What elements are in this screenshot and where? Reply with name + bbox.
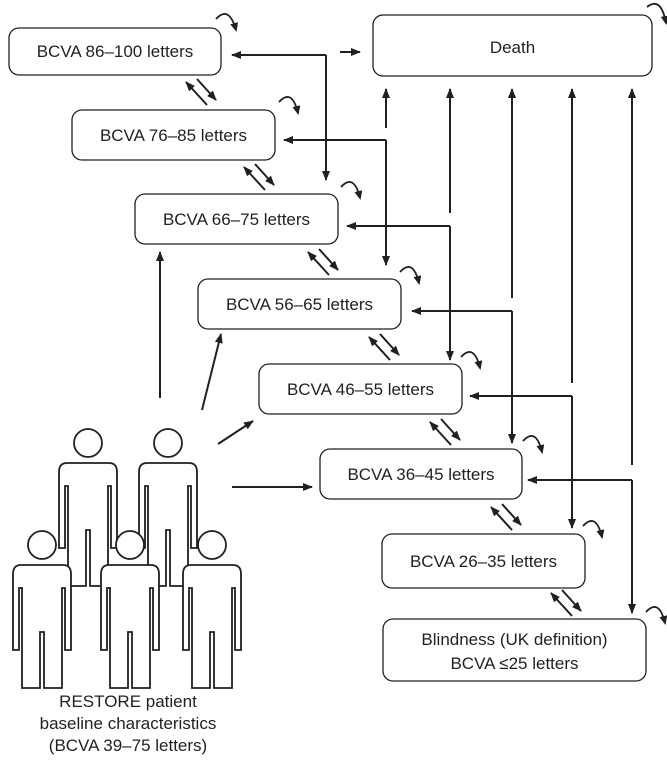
self-loop-86-100: [215, 13, 238, 32]
state-label-46-55: BCVA 46–55 letters: [287, 380, 434, 399]
state-label-death: Death: [490, 38, 535, 57]
edge-86-100-to-76-85: [196, 78, 217, 101]
state-box-46-55: [258, 363, 463, 415]
state-46-55: BCVA 46–55 letters: [258, 363, 463, 415]
state-label-76-85: BCVA 76–85 letters: [100, 126, 247, 145]
state-label-blindness-line1: Blindness (UK definition): [421, 630, 607, 649]
state-box-56-65: [197, 278, 402, 330]
state-box-86-100: [8, 27, 222, 76]
state-blindness: Blindness (UK definition) BCVA ≤25 lette…: [382, 618, 647, 682]
state-56-65: BCVA 56–65 letters: [197, 278, 402, 330]
self-loop-death: [646, 2, 667, 25]
entry-transitions: [156, 251, 313, 491]
self-loop-blindness: [645, 606, 667, 625]
self-loop-66-75: [340, 181, 363, 200]
edge-26-35-to-36-45: [490, 506, 513, 531]
self-loop-46-55: [460, 351, 483, 370]
caption-line-2: baseline characteristics: [40, 714, 217, 733]
edge-46-55-to-36-45: [440, 418, 461, 441]
caption-line-3: (BCVA 39–75 letters): [49, 736, 207, 755]
person-icon: [12, 530, 72, 689]
self-loop-76-85: [278, 96, 301, 115]
edge-26-35-to-blindness: [561, 589, 582, 612]
death-transitions: [340, 48, 636, 465]
elbow-transitions: [231, 51, 636, 614]
entry-to-56-65: [201, 333, 223, 411]
state-box-36-45: [319, 448, 523, 500]
state-label-26-35: BCVA 26–35 letters: [410, 552, 557, 571]
edge-66-75-to-76-85: [243, 166, 266, 191]
state-66-75: BCVA 66–75 letters: [134, 193, 339, 245]
self-loops: [215, 2, 667, 625]
state-box-76-85: [71, 109, 276, 161]
edge-66-75-to-56-65: [318, 248, 339, 271]
state-label-66-75: BCVA 66–75 letters: [163, 210, 310, 229]
edge-blindness-to-26-35: [550, 592, 573, 617]
edge-76-85-to-86-100: [185, 81, 208, 106]
state-label-blindness-line2: BCVA ≤25 letters: [450, 654, 578, 673]
edge-56-65-to-46-55: [379, 333, 400, 356]
caption-line-1: RESTORE patient: [59, 692, 197, 711]
edge-56-65-to-66-75: [307, 251, 330, 276]
person-icon: [100, 530, 160, 689]
self-loop-36-45: [522, 435, 545, 454]
state-label-56-65: BCVA 56–65 letters: [226, 295, 373, 314]
cohort-caption: RESTORE patient baseline characteristics…: [40, 692, 217, 755]
state-label-36-45: BCVA 36–45 letters: [347, 465, 494, 484]
state-box-26-35: [381, 533, 586, 589]
edge-36-45-to-26-35: [501, 503, 522, 526]
state-box-blindness: [382, 618, 647, 682]
state-label-86-100: BCVA 86–100 letters: [37, 42, 194, 61]
entry-to-46-55: [217, 420, 254, 445]
edge-36-45-to-46-55: [429, 421, 452, 446]
state-death: Death: [372, 14, 653, 77]
edge-76-85-to-66-75: [254, 163, 275, 186]
self-loop-26-35: [582, 520, 605, 539]
state-box-death: [372, 14, 653, 77]
self-loop-56-65: [399, 266, 422, 285]
adjacent-transitions: [185, 78, 582, 617]
state-box-66-75: [134, 193, 339, 245]
edge-46-55-to-56-65: [368, 336, 391, 361]
state-86-100: BCVA 86–100 letters: [8, 27, 222, 76]
person-icon: [58, 428, 118, 587]
patient-cohort-icon: [12, 428, 242, 689]
person-icon: [138, 428, 198, 587]
person-icon: [182, 530, 242, 689]
state-76-85: BCVA 76–85 letters: [71, 109, 276, 161]
state-26-35: BCVA 26–35 letters: [381, 533, 586, 589]
state-36-45: BCVA 36–45 letters: [319, 448, 523, 500]
